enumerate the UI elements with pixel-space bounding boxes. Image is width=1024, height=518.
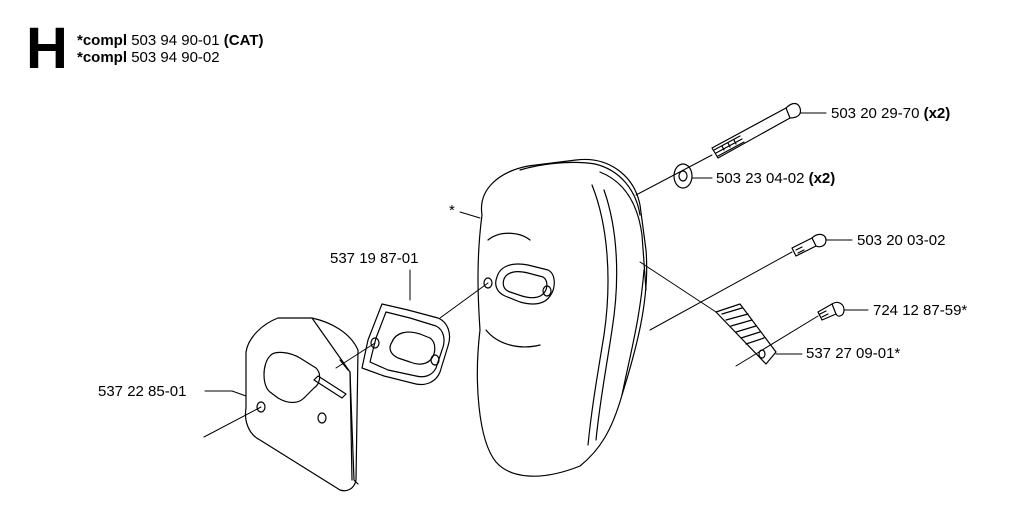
spark-screen-part xyxy=(715,303,777,365)
small-screw-part xyxy=(817,301,845,321)
section-letter: H xyxy=(26,16,68,81)
washer-part xyxy=(673,163,693,189)
part-number: 503 20 03-02 xyxy=(857,232,946,249)
part-label-screw-small: 724 12 87-59* xyxy=(873,302,967,320)
assembly-number: 503 94 90-01 xyxy=(131,32,220,49)
part-number: 503 23 04-02 xyxy=(716,170,805,187)
part-number: 724 12 87-59* xyxy=(873,302,968,319)
part-label-bolt-long: 503 20 29-70 (x2) xyxy=(831,105,950,123)
short-screw-part xyxy=(791,233,827,257)
part-label-screw-short: 503 20 03-02 xyxy=(857,232,945,250)
assembly-variant: (CAT) xyxy=(223,32,264,49)
part-label-heat-shield: 537 22 85-01 xyxy=(98,383,186,401)
part-qty: (x2) xyxy=(808,170,836,187)
assembly-lines xyxy=(203,112,869,438)
compl-prefix: *compl xyxy=(77,49,128,66)
muffler-body xyxy=(476,158,648,477)
muffler-marker: * xyxy=(449,202,455,219)
part-number: 537 19 87-01 xyxy=(330,250,419,267)
part-number: 537 27 09-01* xyxy=(806,345,901,362)
part-label-gasket: 537 19 87-01 xyxy=(330,250,418,268)
long-bolt-part xyxy=(711,102,802,159)
part-number: 503 20 29-70 xyxy=(831,105,920,122)
part-label-spark-screen: 537 27 09-01* xyxy=(806,345,900,363)
assembly-number-line-2: *compl 503 94 90-02 xyxy=(77,49,220,66)
part-qty: (x2) xyxy=(923,105,951,122)
part-label-washer: 503 23 04-02 (x2) xyxy=(716,170,835,188)
assembly-number-line-1: *compl 503 94 90-01 (CAT) xyxy=(77,32,264,49)
assembly-number: 503 94 90-02 xyxy=(131,49,220,66)
compl-prefix: *compl xyxy=(77,32,128,49)
heat-shield-part xyxy=(244,317,359,492)
gasket-part xyxy=(361,303,451,386)
part-number: 537 22 85-01 xyxy=(98,383,187,400)
